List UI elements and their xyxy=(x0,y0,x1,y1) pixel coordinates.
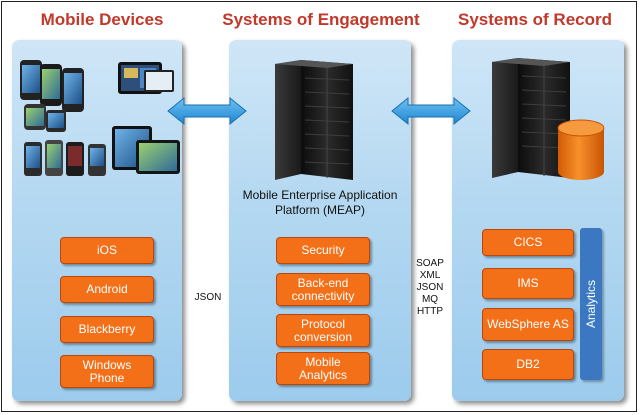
record-system-ims: IMS xyxy=(482,268,574,299)
protocol-label: MQ xyxy=(421,294,439,305)
meap-feature-mobile-analytics: Mobile Analytics xyxy=(276,352,370,385)
analytics-label: Analytics xyxy=(584,279,598,329)
tablet-icon xyxy=(136,140,180,174)
meap-feature-protocol-conversion: Protocol conversion xyxy=(276,314,370,347)
smartphone-icon xyxy=(46,110,66,132)
mobile-os-ios: iOS xyxy=(60,237,154,264)
mobile-devices-title: Mobile Devices xyxy=(40,10,164,29)
record-system-websphere-as: WebSphere AS xyxy=(482,308,574,341)
meap-platform-label: Mobile Enterprise Application Platform (… xyxy=(242,188,398,217)
systems-of-engagement-title: Systems of Engagement xyxy=(222,10,420,29)
smartphone-icon xyxy=(66,142,84,176)
smartphone-icon xyxy=(20,60,42,100)
server-icon xyxy=(275,60,353,180)
tablet-icon xyxy=(144,70,174,92)
mobile-os-windows-phone: Windows Phone xyxy=(60,355,154,388)
mobile-os-android: Android xyxy=(60,276,154,303)
bidirectional-arrow-icon xyxy=(167,96,247,126)
smartphone-icon xyxy=(24,142,42,176)
meap-feature-backend-connectivity: Back-end connectivity xyxy=(276,273,370,306)
database-icon xyxy=(557,119,605,180)
smartphone-icon xyxy=(40,64,62,106)
meap-feature-security: Security xyxy=(276,237,370,264)
protocol-label: SOAP xyxy=(416,258,444,269)
smartphone-icon xyxy=(88,144,106,176)
analytics-bar xyxy=(580,228,602,380)
record-system-cics: CICS xyxy=(482,229,574,256)
protocol-label: XML xyxy=(419,270,441,281)
right-protocol-list: SOAP XML JSON MQ HTTP xyxy=(410,258,450,318)
protocol-label: HTTP xyxy=(416,306,444,317)
bidirectional-arrow-icon xyxy=(391,96,471,126)
protocol-label: JSON xyxy=(416,282,444,293)
left-protocol-label: JSON xyxy=(194,292,222,303)
systems-of-record-title: Systems of Record xyxy=(458,10,612,29)
smartphone-icon xyxy=(45,140,63,176)
mobile-devices-illustration xyxy=(20,60,180,176)
smartphone-icon xyxy=(24,104,46,130)
record-system-db2: DB2 xyxy=(482,349,574,380)
mobile-os-blackberry: Blackberry xyxy=(60,316,154,343)
smartphone-icon xyxy=(62,68,84,112)
server-icon xyxy=(492,58,570,178)
